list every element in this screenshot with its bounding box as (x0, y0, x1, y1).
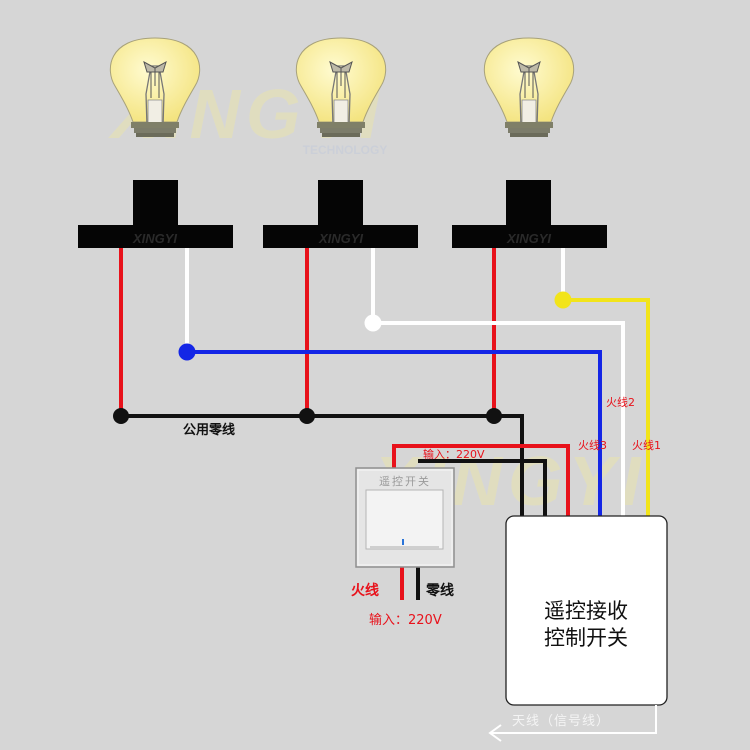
neutral-junction-1 (113, 408, 129, 424)
lamp-holder-3: XINGYI (452, 180, 607, 248)
input-voltage-top-label: 输入：220V (423, 448, 485, 461)
bulb-3 (483, 37, 575, 138)
holder-brand-1: XINGYI (132, 231, 177, 246)
neutral-wire-label: 零线 (426, 583, 454, 599)
common-neutral-label: 公用零线 (183, 423, 236, 438)
line2-white-wire (371, 248, 625, 520)
neutral-junction-3 (486, 408, 502, 424)
watermark-sub: TECHNOLOGY (303, 143, 388, 157)
receiver-label: 遥控接收 控制开关 (506, 598, 666, 652)
switch-title: 遥控开关 (379, 475, 431, 488)
live-to-receiver (392, 444, 570, 520)
fire-line-2-label: 火线2 (606, 396, 635, 409)
yellow-junction (554, 291, 572, 309)
line1-yellow-wire (563, 298, 650, 520)
receiver-box (505, 515, 668, 706)
holder-brand-3: XINGYI (506, 231, 551, 246)
common-neutral-wire (120, 414, 524, 520)
line3-blue-wire (187, 350, 602, 520)
switch-indicator (402, 539, 404, 545)
switch-rocker[interactable] (365, 489, 444, 550)
fire-line-3-label: 火线3 (578, 439, 607, 452)
live-wire-label: 火线 (351, 583, 379, 599)
neutral-junction-2 (299, 408, 315, 424)
antenna-wire (491, 705, 657, 734)
holder-brand-2: XINGYI (318, 231, 363, 246)
wall-switch (355, 467, 455, 568)
fire-line-1-label: 火线1 (632, 439, 661, 452)
neutral-to-receiver (418, 459, 547, 520)
antenna-arrow (488, 724, 502, 742)
antenna-label: 天线（信号线） (512, 714, 611, 729)
receiver-label-line1: 遥控接收 (544, 599, 628, 623)
lamp-holder-2: XINGYI (263, 180, 418, 248)
input-voltage-bottom-label: 输入：220V (369, 613, 442, 628)
blue-junction (178, 343, 196, 361)
lamp-holder-1: XINGYI (78, 180, 233, 248)
receiver-label-line2: 控制开关 (544, 626, 628, 650)
white-junction (364, 314, 382, 332)
